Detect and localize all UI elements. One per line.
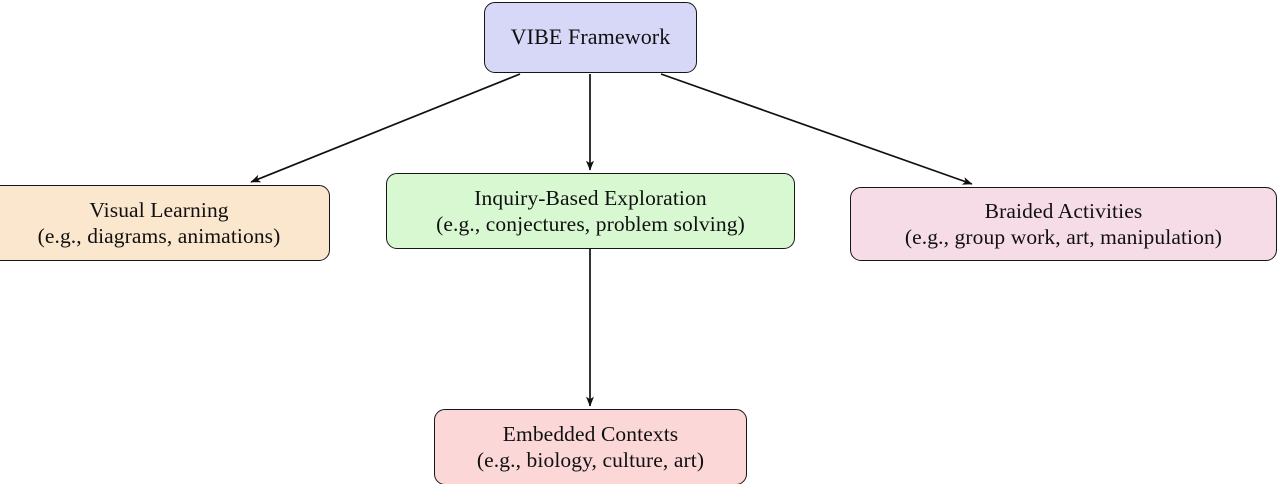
node-embedded-contexts[interactable]: Embedded Contexts (e.g., biology, cultur… bbox=[434, 409, 747, 484]
node-inquiry-based-exploration[interactable]: Inquiry-Based Exploration (e.g., conject… bbox=[386, 173, 795, 249]
node-inquiry-line2: (e.g., conjectures, problem solving) bbox=[436, 212, 745, 236]
node-visual-learning[interactable]: Visual Learning (e.g., diagrams, animati… bbox=[0, 185, 330, 261]
node-root-line1: VIBE Framework bbox=[510, 24, 671, 50]
node-braided-line2: (e.g., group work, art, manipulation) bbox=[904, 225, 1223, 249]
node-vibe-framework[interactable]: VIBE Framework bbox=[484, 2, 697, 73]
node-braided-line1: Braided Activities bbox=[984, 198, 1143, 223]
node-inquiry-line1: Inquiry-Based Exploration bbox=[474, 185, 707, 210]
node-embedded-line1: Embedded Contexts bbox=[502, 421, 679, 446]
edge-root-to-visual bbox=[250, 73, 521, 183]
edge-root-to-braided bbox=[660, 73, 973, 185]
node-visual-line2: (e.g., diagrams, animations) bbox=[37, 224, 281, 248]
node-embedded-line2: (e.g., biology, culture, art) bbox=[476, 448, 705, 472]
node-braided-activities[interactable]: Braided Activities (e.g., group work, ar… bbox=[850, 187, 1277, 261]
node-visual-line1: Visual Learning bbox=[89, 197, 229, 222]
